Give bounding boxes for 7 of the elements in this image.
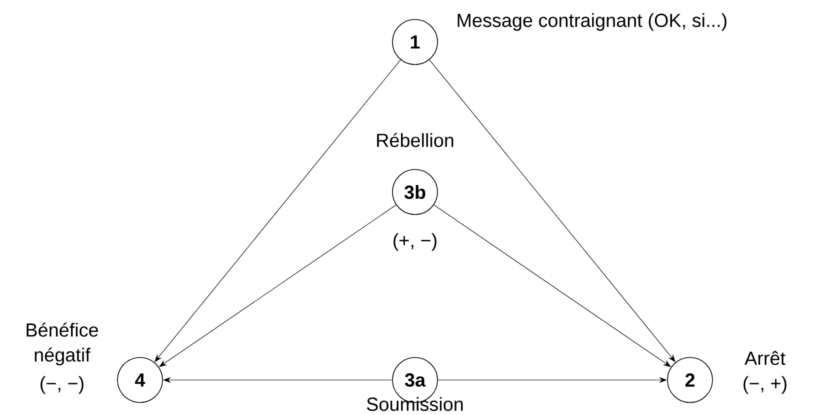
- node-caption: Message contraignant (OK, si...): [458, 13, 726, 31]
- node-caption: Bénéfice négatif: [26, 322, 98, 366]
- node-caption: Arrêt: [744, 351, 786, 365]
- node-caption: (−, −): [40, 376, 84, 394]
- node-caption: (+, −): [394, 233, 436, 251]
- node-caption: (−, +): [744, 376, 786, 394]
- node-caption: Rébellion: [377, 132, 454, 148]
